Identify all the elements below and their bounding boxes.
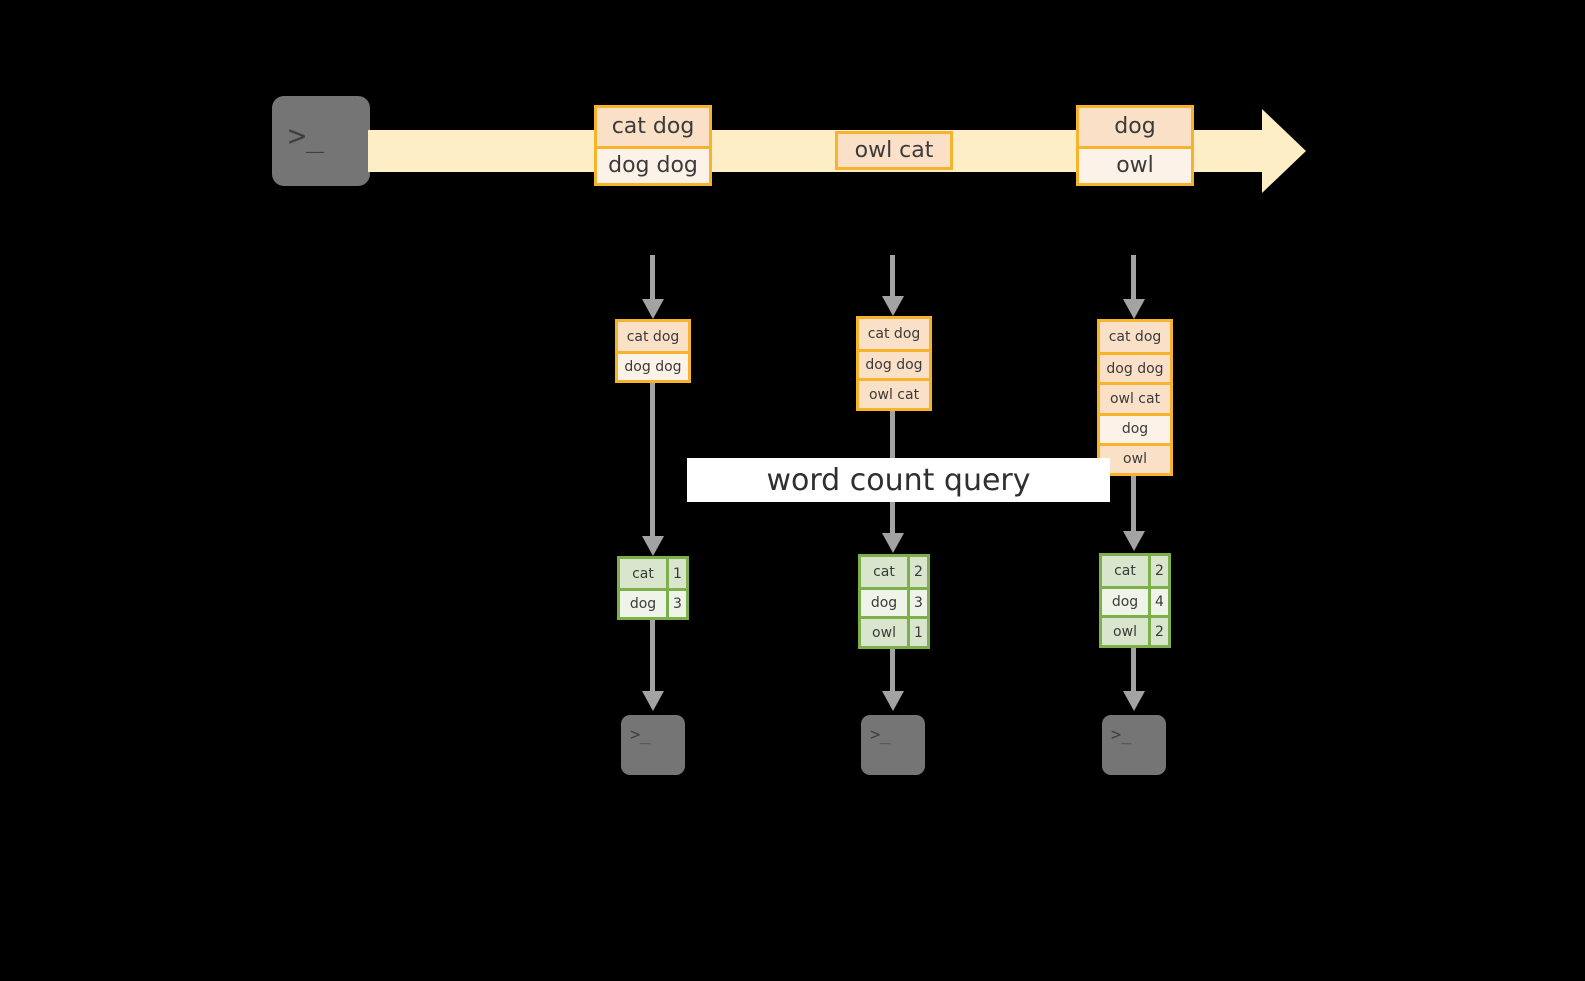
- snapshot-1-sink-terminal-icon[interactable]: >_: [614, 708, 692, 782]
- stream-group-3[interactable]: dog owl: [1076, 105, 1194, 186]
- terminal-hatch-border: [1095, 708, 1173, 782]
- stream-event: owl cat: [838, 134, 950, 167]
- connector-stream-to-snapshot-1: [650, 255, 655, 303]
- terminal-prompt-glyph: >_: [1111, 725, 1132, 745]
- table-cell-count: 3: [666, 591, 686, 617]
- table-cell-count: 2: [1148, 556, 1168, 586]
- table-cell-word: cat: [1102, 556, 1148, 586]
- connector-result-3-to-sink-3: [1131, 648, 1136, 693]
- connector-stream-to-snapshot-2: [890, 255, 895, 300]
- connector-arrowhead: [642, 691, 664, 711]
- snapshot-event: owl: [1100, 442, 1170, 473]
- snapshot-3-event-log[interactable]: cat dog dog dog owl cat dog owl: [1097, 319, 1173, 476]
- table-cell-word: cat: [620, 559, 666, 588]
- table-cell-count: 1: [907, 619, 927, 646]
- table-row: dog 3: [861, 586, 927, 617]
- snapshot-event: dog: [1100, 412, 1170, 443]
- connector-arrowhead: [1123, 691, 1145, 711]
- table-cell-word: dog: [861, 589, 907, 617]
- connector-arrowhead: [882, 533, 904, 553]
- terminal-prompt-glyph: >_: [630, 725, 651, 745]
- snapshot-event: cat dog: [859, 319, 929, 349]
- table-cell-word: dog: [620, 591, 666, 617]
- table-cell-count: 1: [666, 559, 686, 588]
- snapshot-event: dog dog: [859, 348, 929, 379]
- connector-arrowhead: [642, 299, 664, 319]
- snapshot-event: cat dog: [1100, 322, 1170, 353]
- table-cell-word: cat: [861, 557, 907, 587]
- connector-stream-to-snapshot-3: [1131, 255, 1136, 303]
- table-row: cat 2: [861, 557, 927, 587]
- snapshot-event: cat dog: [618, 322, 688, 351]
- stream-group-1[interactable]: cat dog dog dog: [594, 105, 712, 186]
- table-row: owl 1: [861, 616, 927, 646]
- snapshot-3-result-table[interactable]: cat 2 dog 4 owl 2: [1099, 553, 1171, 648]
- table-cell-word: owl: [1102, 618, 1148, 645]
- snapshot-event: dog dog: [618, 351, 688, 380]
- connector-snapshot-3-to-result-3: [1131, 476, 1136, 533]
- connector-result-1-to-sink-1: [650, 620, 655, 693]
- connector-arrowhead: [1123, 299, 1145, 319]
- connector-snapshot-1-to-result-1: [650, 383, 655, 538]
- table-cell-count: 2: [907, 557, 927, 587]
- snapshot-event: dog dog: [1100, 352, 1170, 383]
- snapshot-3-sink-terminal-icon[interactable]: >_: [1095, 708, 1173, 782]
- terminal-prompt-glyph: >_: [870, 725, 891, 745]
- table-cell-count: 4: [1148, 588, 1168, 616]
- snapshot-2-event-log[interactable]: cat dog dog dog owl cat: [856, 316, 932, 411]
- table-cell-word: dog: [1102, 588, 1148, 616]
- snapshot-1-event-log[interactable]: cat dog dog dog: [615, 319, 691, 383]
- event-stream-arrowhead: [1262, 109, 1306, 193]
- stream-group-2[interactable]: owl cat: [835, 131, 953, 170]
- source-terminal-icon[interactable]: >_: [263, 87, 379, 195]
- terminal-hatch-border: [854, 708, 932, 782]
- connector-arrowhead: [642, 536, 664, 556]
- stream-event: dog dog: [597, 145, 709, 183]
- connector-arrowhead: [882, 296, 904, 316]
- snapshot-event: owl cat: [859, 378, 929, 408]
- connector-arrowhead: [1123, 531, 1145, 551]
- snapshot-2-sink-terminal-icon[interactable]: >_: [854, 708, 932, 782]
- terminal-hatch-border: [614, 708, 692, 782]
- table-row: cat 1: [620, 559, 686, 588]
- stream-event: owl: [1079, 145, 1191, 183]
- snapshot-2-result-table[interactable]: cat 2 dog 3 owl 1: [858, 554, 930, 649]
- connector-arrowhead: [882, 691, 904, 711]
- stream-event: cat dog: [597, 108, 709, 146]
- table-row: dog 3: [620, 588, 686, 617]
- stream-event: dog: [1079, 108, 1191, 146]
- table-cell-count: 2: [1148, 618, 1168, 645]
- word-count-query-banner: word count query: [687, 458, 1110, 502]
- terminal-prompt-glyph: >_: [288, 119, 325, 154]
- snapshot-1-result-table[interactable]: cat 1 dog 3: [617, 556, 689, 620]
- table-row: cat 2: [1102, 556, 1168, 586]
- snapshot-event: owl cat: [1100, 382, 1170, 413]
- connector-result-2-to-sink-2: [890, 649, 895, 693]
- table-row: dog 4: [1102, 585, 1168, 616]
- table-cell-count: 3: [907, 589, 927, 617]
- table-cell-word: owl: [861, 619, 907, 646]
- table-row: owl 2: [1102, 615, 1168, 645]
